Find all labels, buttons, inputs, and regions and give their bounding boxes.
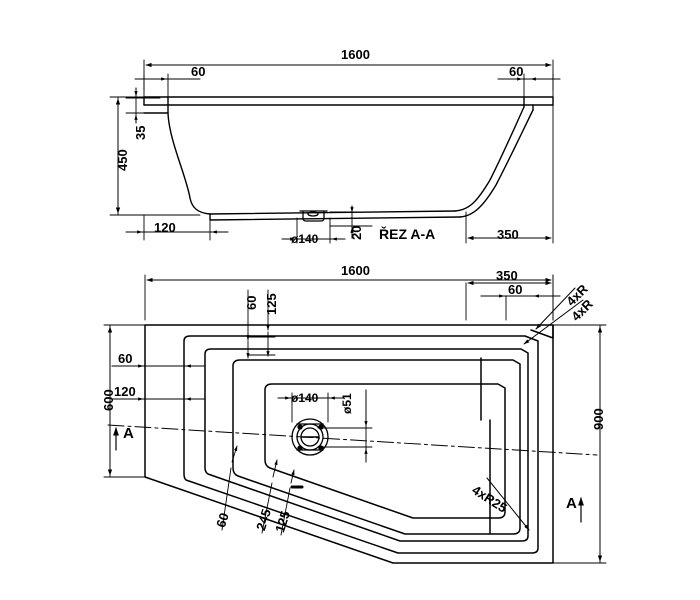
dim-label-plan-left-120: 120 (114, 384, 136, 399)
leader-4xr-2 (523, 299, 584, 345)
dim-plan-d140 (277, 392, 345, 423)
dim-label-plan-rim-inner: 60 (244, 295, 259, 310)
dim-section-120 (125, 214, 229, 241)
dim-label-section-drain-depth: 20 (349, 225, 364, 240)
section-mark-a-left: A (123, 425, 134, 442)
dim-plan-d51 (317, 389, 373, 463)
dim-plan-60-left (111, 324, 206, 371)
dim-label-section-rim-thickness: 35 (133, 125, 148, 140)
dim-plan-1600 (144, 274, 554, 321)
dim-label-plan-rim-outer: 125 (264, 293, 279, 315)
dim-section-350 (465, 104, 554, 244)
dim-label-section-foot-offset: 120 (154, 220, 176, 235)
dim-label-plan-left-60: 60 (118, 351, 133, 366)
dim-plan-350-60 (465, 274, 561, 321)
dim-label-plan-corner-60: 60 (508, 282, 523, 297)
section-drain (299, 210, 328, 222)
plan-outline (144, 324, 554, 564)
dim-section-35 (125, 87, 161, 124)
dim-label-section-length: 1600 (341, 47, 370, 62)
dim-label-plan-wide-width: 900 (591, 408, 606, 430)
dim-section-450 (109, 96, 201, 216)
dim-plan-600 (103, 324, 146, 478)
dim-section-d140 (281, 217, 346, 244)
dim-label-plan-waste-dia: ø51 (340, 393, 354, 414)
dim-label-plan-length: 1600 (341, 263, 370, 278)
dim-label-section-drain-dia: ø140 (291, 232, 319, 246)
leader-4xr-1 (535, 287, 576, 330)
section-title: ŘEZ A-A (379, 226, 436, 242)
dim-plan-900 (552, 324, 607, 564)
dim-label-section-slope-run: 350 (497, 227, 519, 242)
dim-label-section-rim-right: 60 (509, 64, 524, 79)
section-mark-a-right: A (566, 495, 577, 512)
dim-plan-bottom-chain (221, 445, 295, 536)
leader-4xr25 (486, 477, 530, 531)
section-outline (143, 96, 554, 221)
dim-label-section-height: 450 (115, 149, 130, 171)
dim-label-plan-corner-350: 350 (496, 268, 518, 283)
dim-label-plan-narrow-width: 600 (101, 389, 116, 411)
dim-section-60-right (497, 73, 561, 97)
dim-label-plan-drain-dia: ø140 (291, 391, 319, 405)
dim-label-section-rim-left: 60 (191, 64, 206, 79)
dim-section-20 (329, 205, 373, 239)
dim-section-60-left (134, 73, 201, 113)
dim-plan-60-125 (246, 289, 276, 359)
section-cut-line (107, 424, 598, 456)
